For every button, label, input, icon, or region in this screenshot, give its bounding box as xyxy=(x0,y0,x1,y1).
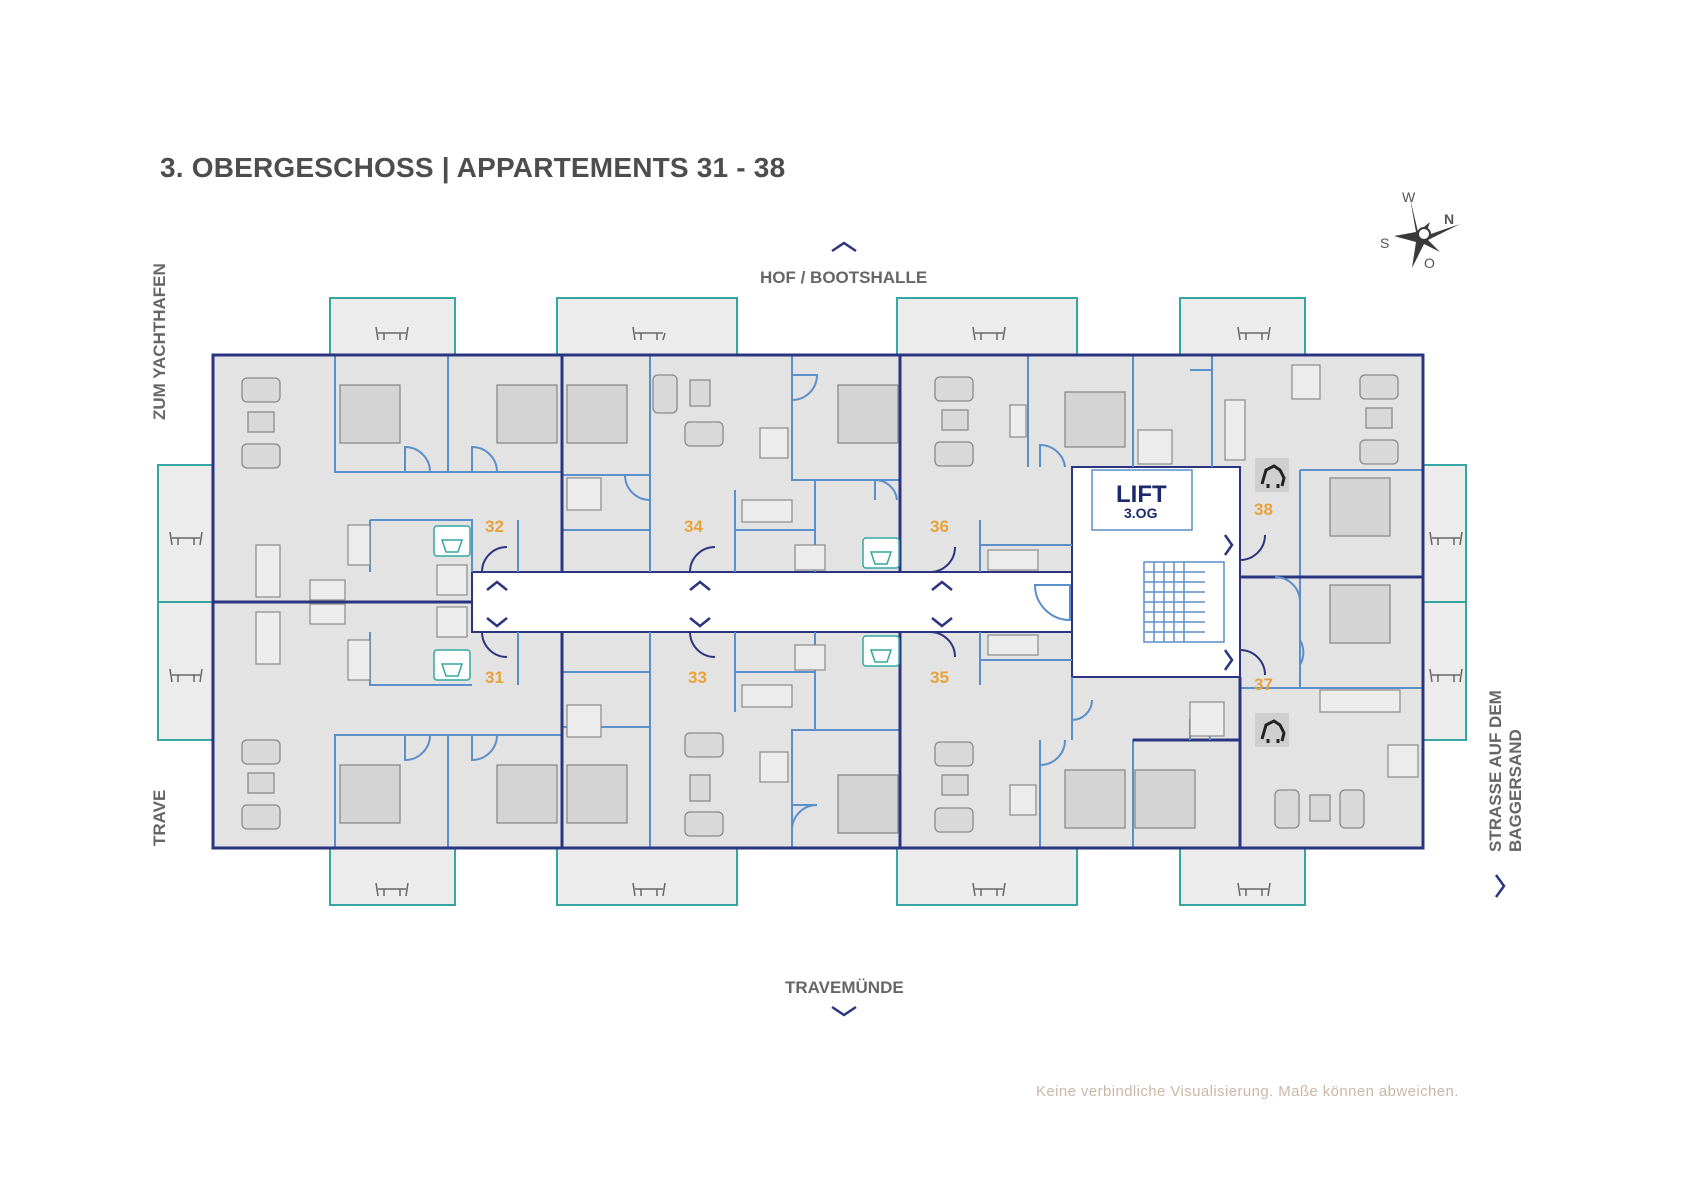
seating xyxy=(241,374,1399,837)
lift-floor: 3.OG xyxy=(1124,505,1158,521)
apartment-31: 31 xyxy=(485,668,504,687)
balconies-right xyxy=(1423,464,1467,741)
corridor xyxy=(471,571,1073,633)
balconies-top xyxy=(329,297,1306,355)
pet-icons xyxy=(1255,458,1289,747)
compass-o: O xyxy=(1424,255,1435,271)
lift-label: LIFT 3.OG xyxy=(1091,469,1193,531)
apartment-35: 35 xyxy=(930,668,949,687)
corridor-arrows xyxy=(486,534,1234,671)
lift-title: LIFT xyxy=(1116,481,1167,508)
staircase xyxy=(1143,561,1225,643)
dining-tables xyxy=(255,364,1419,816)
compass-icon: W N S O xyxy=(1380,189,1460,271)
compass-n: N xyxy=(1444,211,1454,227)
disclaimer: Keine verbindliche Visualisierung. Maße … xyxy=(1036,1083,1459,1100)
bath-icons xyxy=(433,525,900,681)
apartment-walls xyxy=(213,355,1423,848)
compass-s: S xyxy=(1380,235,1389,251)
balconies-bottom xyxy=(329,848,1306,906)
apartment-38: 38 xyxy=(1254,500,1273,519)
page-title: 3. OBERGESCHOSS | APPARTEMENTS 31 - 38 xyxy=(160,152,786,183)
direction-left-top-label: ZUM YACHTHAFEN xyxy=(150,263,169,420)
apartment-37: 37 xyxy=(1254,675,1273,694)
beds xyxy=(339,384,1391,834)
fixtures xyxy=(309,399,1401,738)
compass-w: W xyxy=(1402,189,1416,205)
apartment-33: 33 xyxy=(688,668,707,687)
direction-bottom-label: TRAVEMÜNDE xyxy=(785,978,904,997)
balcony-furniture xyxy=(169,326,1463,897)
apartment-numbers: 31 32 33 34 35 36 37 38 xyxy=(485,500,1273,694)
direction-chevrons xyxy=(831,241,1506,1017)
outer-wall xyxy=(211,353,1425,850)
apartment-34: 34 xyxy=(684,517,703,536)
direction-top-label: HOF / BOOTSHALLE xyxy=(760,268,928,287)
direction-right-label: STRASSE AUF DEM BAGGERSAND xyxy=(1486,690,1525,852)
apartment-32: 32 xyxy=(485,517,504,536)
balconies-left xyxy=(157,464,213,741)
entrance-doors xyxy=(481,534,1266,676)
apartment-36: 36 xyxy=(930,517,949,536)
direction-left-bottom-label: TRAVE xyxy=(150,789,169,846)
